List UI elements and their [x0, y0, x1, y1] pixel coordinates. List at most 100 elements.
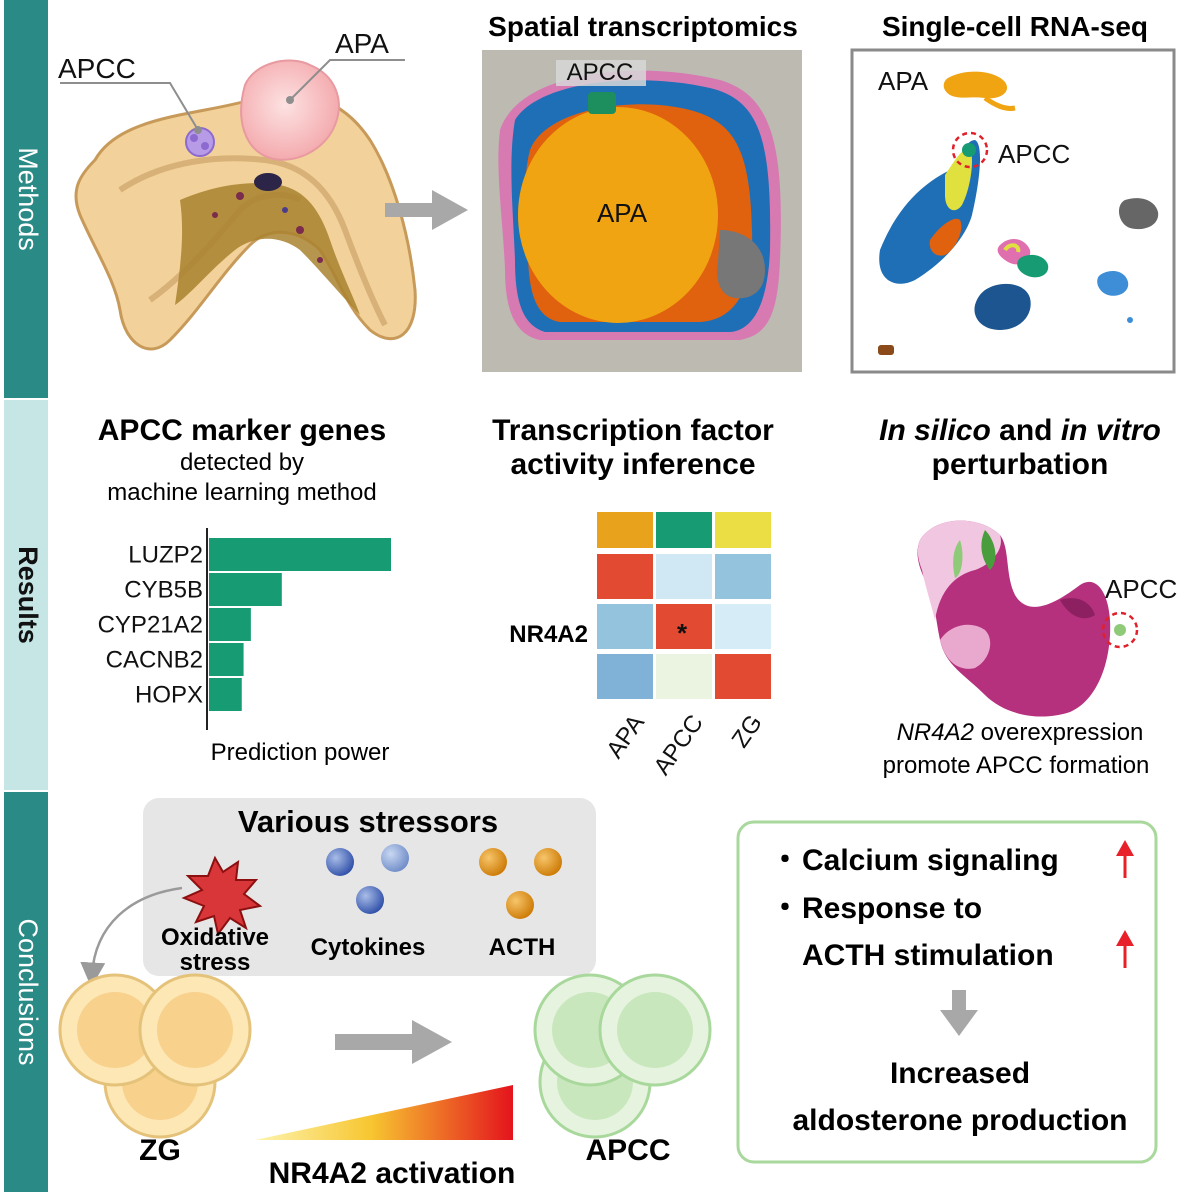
effects-box	[736, 820, 1158, 1164]
adrenal-gland-illustration: APCC APA	[58, 28, 417, 351]
perturb-title-2: perturbation	[932, 448, 1109, 481]
effect-bullet-1: ・	[770, 844, 800, 877]
perturb-caption-gene: NR4A2	[897, 719, 974, 746]
heatmap-cell	[656, 554, 712, 599]
markers-xlabel: Prediction power	[211, 739, 390, 766]
oxidative-label-2: stress	[180, 949, 251, 976]
stress-to-zg-arrow	[80, 886, 183, 988]
tf-title-2: activity inference	[510, 448, 755, 481]
adrenal-apcc-label: APCC	[58, 53, 136, 84]
conclusions-band	[4, 792, 48, 1192]
umap-apcc-label: APCC	[998, 139, 1070, 169]
cytokines-label: Cytokines	[311, 934, 426, 961]
heatmap-col-label-apcc: APCC	[649, 710, 709, 780]
bar-hopx	[209, 678, 242, 711]
methods-arrow	[385, 190, 468, 230]
heatmap-header-apa	[597, 512, 653, 548]
methods-label: Methods	[13, 147, 43, 251]
perturb-title-italic-2: in vitro	[1061, 414, 1161, 447]
bar-cacnb2	[209, 643, 244, 676]
bar-label-cacnb2: CACNB2	[106, 647, 203, 674]
heatmap-col-label-zg: ZG	[727, 710, 768, 753]
markers-subtitle-1: detected by	[180, 449, 304, 476]
spatial-apcc-label: APCC	[567, 59, 634, 86]
adrenal-apa-label: APA	[335, 28, 389, 59]
methods-band	[4, 0, 48, 398]
perturb-caption-2: promote APCC formation	[883, 752, 1150, 779]
perturb-caption-1: NR4A2 overexpression	[897, 719, 1144, 746]
perturb-title-and: and	[991, 414, 1061, 447]
perturb-apcc-label: APCC	[1105, 574, 1177, 604]
oxidative-label-1: Oxidative	[161, 924, 269, 951]
perturb-title-italic-1: In silico	[879, 414, 991, 447]
heatmap-cell	[656, 654, 712, 699]
heatmap-cell	[597, 554, 653, 599]
tf-row-label: NR4A2	[509, 621, 588, 648]
cytokines-icon	[326, 844, 409, 914]
result-line-2: aldosterone production	[792, 1104, 1127, 1137]
bar-cyb5b	[209, 573, 282, 606]
perturb-title-1: In silico and in vitro	[879, 414, 1161, 447]
acth-label: ACTH	[489, 934, 556, 961]
apcc-cell-label: APCC	[585, 1134, 670, 1167]
up-arrow-icon	[1116, 930, 1134, 968]
bar-cyp21a2	[209, 608, 251, 641]
bar-label-hopx: HOPX	[135, 682, 203, 709]
results-label: Results	[13, 546, 43, 644]
heatmap-header-apcc	[656, 512, 712, 548]
umap-apa-label: APA	[878, 66, 929, 96]
up-arrow-icon	[1116, 840, 1134, 878]
bar-label-cyb5b: CYB5B	[124, 577, 203, 604]
effect-response-2: ACTH stimulation	[802, 939, 1054, 972]
markers-title: APCC marker genes	[98, 414, 386, 447]
zg-to-apcc-arrow	[335, 1020, 452, 1064]
heatmap-cell	[715, 554, 771, 599]
tf-heatmap	[597, 512, 771, 699]
bar-label-luzp2: LUZP2	[128, 542, 203, 569]
nr4a2-gradient-wedge	[255, 1085, 513, 1140]
zg-label: ZG	[139, 1134, 181, 1167]
markers-subtitle-2: machine learning method	[107, 479, 377, 506]
apcc-cells	[533, 973, 712, 1139]
apa-tumor	[240, 59, 340, 161]
heatmap-cell	[597, 604, 653, 649]
heatmap-cell	[597, 654, 653, 699]
marker-genes-panel: APCC marker genes detected by machine le…	[98, 414, 391, 766]
nr4a2-activation-label: NR4A2 activation	[269, 1157, 516, 1190]
spatial-panel: Spatial transcriptomics APCC APA	[482, 11, 802, 372]
bar-label-cyp21a2: CYP21A2	[98, 612, 203, 639]
spatial-title: Spatial transcriptomics	[488, 11, 798, 42]
section-sidebar: Methods Results Conclusions	[4, 0, 48, 1192]
heatmap-cell	[656, 604, 712, 649]
results-band	[4, 400, 48, 790]
tf-title-1: Transcription factor	[492, 414, 774, 447]
tf-significance-star: *	[677, 618, 688, 648]
heatmap-cell	[715, 604, 771, 649]
oxidative-stress-icon	[181, 855, 263, 937]
perturb-caption-rest: overexpression	[974, 719, 1143, 746]
singlecell-panel: Single-cell RNA-seq APA APCC	[850, 11, 1176, 374]
singlecell-title: Single-cell RNA-seq	[882, 11, 1148, 42]
effect-response-1: Response to	[802, 892, 982, 925]
result-line-1: Increased	[890, 1057, 1030, 1090]
zg-cells	[58, 973, 252, 1139]
heatmap-col-label-apa: APA	[601, 710, 650, 763]
down-arrow-icon	[940, 990, 978, 1036]
tf-panel: Transcription factor activity inference …	[492, 414, 774, 780]
acth-icon	[479, 848, 562, 919]
effect-calcium: Calcium signaling	[802, 844, 1059, 877]
spatial-apa-label: APA	[597, 198, 648, 228]
stressors-title: Various stressors	[238, 804, 498, 839]
bar-luzp2	[209, 538, 391, 571]
heatmap-header-zg	[715, 512, 771, 548]
effects-panel: ・ Calcium signaling ・ Response to ACTH s…	[736, 820, 1158, 1164]
conclusions-label: Conclusions	[13, 918, 43, 1065]
stressors-panel: Various stressors Oxidative stress Cytok…	[143, 798, 596, 976]
perturbation-panel: In silico and in vitro perturbation APCC…	[879, 414, 1177, 779]
effect-bullet-2: ・	[770, 892, 800, 925]
heatmap-cell	[715, 654, 771, 699]
spatial-apa-region	[518, 107, 718, 323]
